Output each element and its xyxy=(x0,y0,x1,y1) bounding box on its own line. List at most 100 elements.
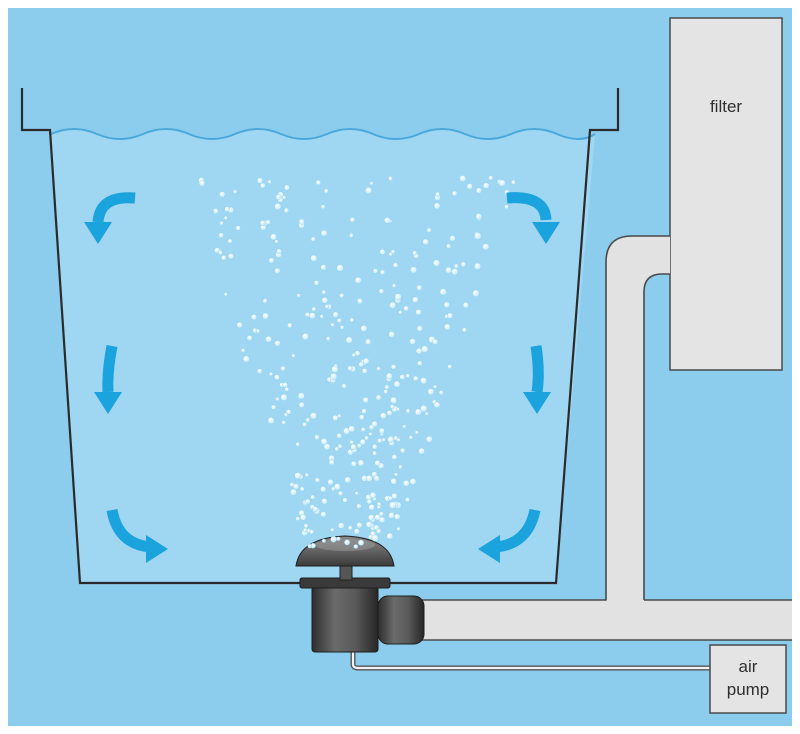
air-bubble xyxy=(474,232,482,240)
air-bubble xyxy=(336,318,342,324)
air-bubble xyxy=(337,443,343,449)
air-bubble xyxy=(475,187,482,194)
air-bubble xyxy=(391,493,398,499)
air-bubble xyxy=(388,252,393,257)
air-bubble xyxy=(413,375,419,382)
air-bubble xyxy=(368,424,375,430)
air-bubble xyxy=(275,194,282,200)
air-bubble xyxy=(432,338,439,345)
air-bubble xyxy=(339,293,345,299)
air-bubble xyxy=(446,243,452,249)
air-bubble xyxy=(376,505,381,510)
air-bubble xyxy=(372,268,378,274)
air-bubble xyxy=(368,431,373,437)
air-bubble xyxy=(418,447,425,455)
air-bubble xyxy=(341,383,347,389)
air-bubble xyxy=(331,486,336,492)
air-bubble xyxy=(356,443,362,449)
air-bubble xyxy=(218,232,224,239)
air-bubble xyxy=(504,204,509,210)
air-bubble xyxy=(330,536,337,543)
air-bubble xyxy=(287,322,293,329)
air-diffuser xyxy=(295,535,425,653)
air-bubble xyxy=(242,355,250,363)
air-bubble xyxy=(276,248,282,255)
air-bubble xyxy=(369,492,377,499)
air-bubble xyxy=(283,412,288,417)
air-bubble xyxy=(309,529,315,535)
air-bubble xyxy=(383,389,389,394)
air-bubble xyxy=(320,204,326,210)
air-bubble xyxy=(377,438,383,444)
air-bubble xyxy=(271,404,277,410)
air-bubble xyxy=(408,435,414,440)
air-bubble xyxy=(416,325,423,332)
air-bubble xyxy=(389,501,397,509)
filter-box xyxy=(669,17,783,371)
air-bubble xyxy=(451,190,458,197)
circulation-arrow-shaft xyxy=(106,508,151,553)
air-bubble xyxy=(388,331,395,338)
air-bubble xyxy=(446,312,454,319)
air-bubble xyxy=(392,262,399,268)
air-bubble xyxy=(336,264,344,272)
circulation-arrow-shaft xyxy=(530,345,544,393)
air-bubble xyxy=(354,276,362,284)
air-bubble xyxy=(368,514,375,521)
air-bubble xyxy=(334,446,340,452)
air-bubble xyxy=(488,175,494,181)
circulation-arrow-head xyxy=(94,392,122,414)
air-bubble xyxy=(344,476,351,484)
water-body xyxy=(51,129,595,583)
air-bubble xyxy=(393,380,401,388)
air-bubble xyxy=(267,417,275,425)
air-bubble xyxy=(356,522,363,529)
circulation-arrow-shaft xyxy=(102,344,118,393)
air-bubble xyxy=(414,408,422,416)
air-bubble xyxy=(417,360,423,366)
air-bubble xyxy=(398,464,403,470)
air-bubble xyxy=(218,250,223,255)
air-bubble xyxy=(483,182,490,189)
air-bubble xyxy=(426,227,432,233)
air-bubble xyxy=(285,409,292,415)
air-bubble xyxy=(333,483,341,491)
air-bubble xyxy=(388,176,393,181)
air-bubble xyxy=(353,528,360,535)
air-bubble xyxy=(449,235,456,242)
air-bubble xyxy=(320,229,328,237)
air-bubble xyxy=(349,317,355,323)
air-bubble xyxy=(219,191,226,198)
air-bubble xyxy=(387,436,394,443)
air-bubble xyxy=(280,393,288,401)
air-bubble xyxy=(459,175,467,182)
air-bubble xyxy=(366,498,372,505)
air-bubble xyxy=(412,296,419,304)
air-bubble xyxy=(350,460,357,467)
air-bubble xyxy=(267,179,272,185)
air-bubble xyxy=(265,219,271,225)
air-bubble xyxy=(325,336,331,341)
air-bubble xyxy=(257,177,264,184)
air-bubble xyxy=(323,188,329,194)
air-bubble xyxy=(256,368,263,374)
air-bubble xyxy=(240,348,246,353)
air-bubble xyxy=(385,372,393,380)
air-bubble xyxy=(262,298,268,304)
air-bubble xyxy=(312,506,319,512)
air-bubble xyxy=(404,497,410,503)
air-bubble xyxy=(390,396,398,404)
air-bubble xyxy=(414,430,419,435)
circulation-arrow-head xyxy=(84,222,112,244)
air-bubble xyxy=(394,293,402,301)
circulation-arrow-head xyxy=(532,222,560,244)
air-bubble xyxy=(391,454,398,460)
air-bubble xyxy=(320,438,328,445)
air-bubble xyxy=(224,206,230,212)
air-bubble xyxy=(227,253,235,260)
air-bubble xyxy=(307,543,312,549)
air-bubble xyxy=(298,401,305,408)
air-bubble xyxy=(391,283,397,288)
air-bubble xyxy=(302,422,308,428)
